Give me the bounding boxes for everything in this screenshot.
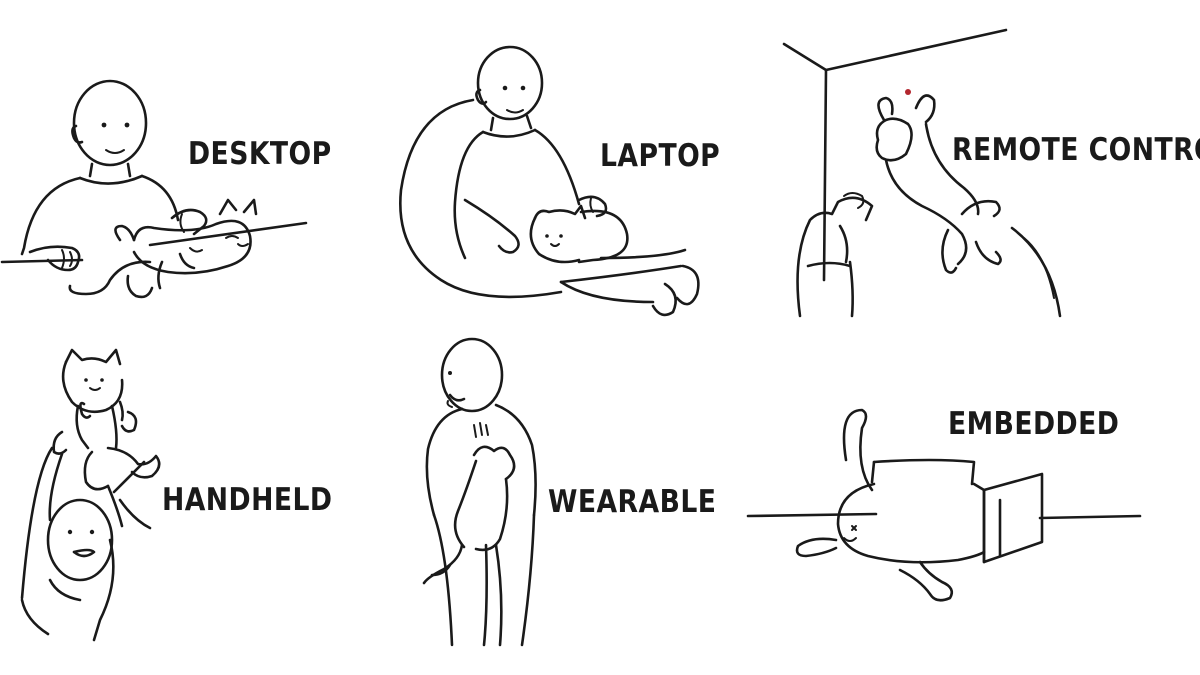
laser-dot	[905, 89, 911, 95]
panel-remote-control: REMOTE CONTROL	[780, 0, 1200, 330]
panel-wearable: WEARABLE	[400, 335, 780, 675]
desktop-illustration	[0, 79, 308, 299]
label-laptop: LAPTOP	[600, 138, 721, 174]
label-remote-control: REMOTE CONTROL	[952, 132, 1200, 168]
panel-desktop: DESKTOP	[0, 0, 400, 330]
panel-laptop: LAPTOP	[395, 0, 775, 330]
panel-handheld: HANDHELD	[0, 340, 400, 675]
laptop-illustration	[399, 45, 700, 317]
panel-embedded: EMBEDDED	[740, 340, 1200, 675]
label-desktop: DESKTOP	[188, 136, 332, 172]
embedded-illustration	[746, 408, 1142, 602]
label-handheld: HANDHELD	[162, 482, 333, 518]
label-wearable: WEARABLE	[548, 484, 717, 520]
wearable-illustration	[422, 337, 537, 647]
remote-control-illustration	[782, 28, 1062, 318]
label-embedded: EMBEDDED	[948, 406, 1120, 442]
handheld-illustration	[20, 348, 161, 642]
